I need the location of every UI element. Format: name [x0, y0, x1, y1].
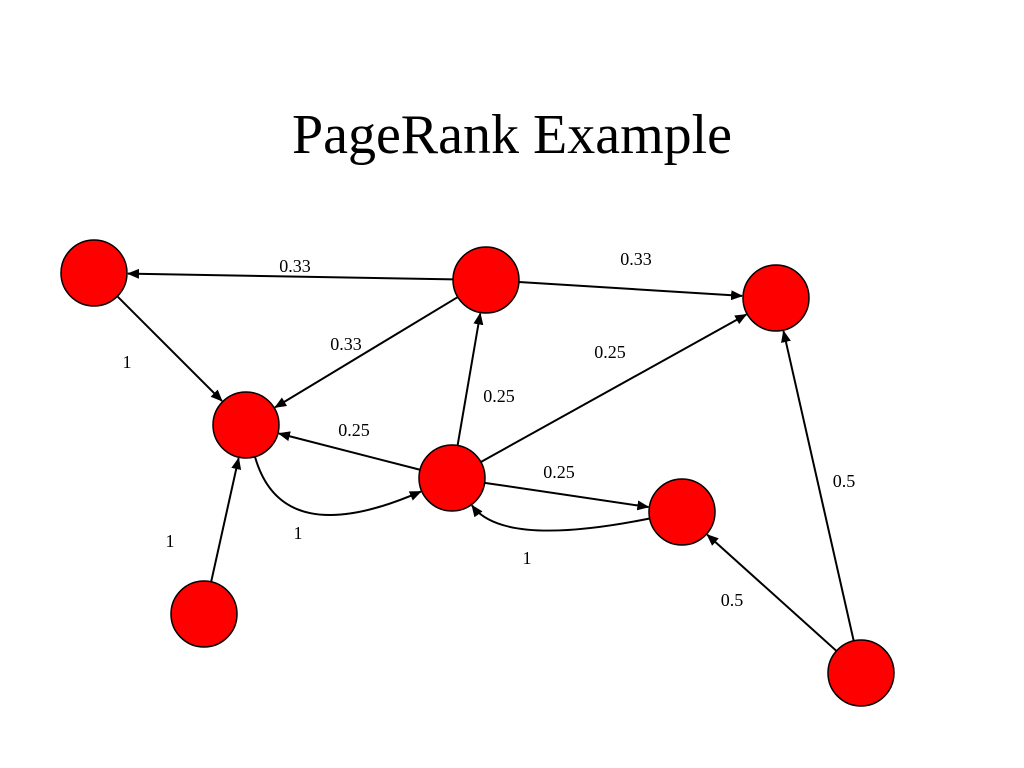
page-node-g: [170, 580, 238, 648]
edge-label: 1: [166, 531, 175, 551]
page-node-b: [452, 246, 520, 314]
edge-label: 0.5: [833, 471, 856, 491]
edge-b-to-c: [518, 281, 744, 301]
edge-a-to-d: [116, 295, 223, 402]
edge-d-to-e: [254, 456, 422, 517]
page-node-d: [212, 391, 280, 459]
edge-b-to-a: [126, 268, 454, 281]
edge-h-to-f: [706, 533, 838, 652]
edge-label: 0.33: [330, 334, 362, 354]
page-node-h: [827, 639, 895, 707]
edge-label: 0.25: [338, 420, 370, 440]
edge-label: 1: [123, 352, 132, 372]
page-node-f: [648, 478, 716, 546]
page-node-e: [418, 444, 486, 512]
edge-e-to-d: [277, 431, 421, 471]
edge-b-to-d: [274, 296, 459, 409]
edge-f-to-e: [471, 504, 650, 532]
edge-e-to-f: [484, 481, 650, 511]
edge-label: 0.33: [620, 249, 652, 269]
nodes-layer: [60, 239, 895, 707]
edge-e-to-c: [480, 313, 748, 463]
edge-e-to-b: [456, 312, 484, 446]
page-node-a: [60, 239, 128, 307]
edge-label: 0.25: [543, 462, 575, 482]
edge-label: 1: [523, 548, 532, 568]
edges-layer: [116, 268, 855, 652]
edge-label: 0.25: [594, 342, 626, 362]
page-title: PageRank Example: [291, 104, 733, 166]
edge-label: 1: [294, 523, 303, 543]
edge-label: 0.33: [279, 256, 311, 276]
edge-g-to-d: [210, 457, 242, 583]
edge-h-to-c: [781, 330, 855, 642]
edge-labels-layer: 0.33 0.33 0.33 1 0.25 0.25 0.25 0.25 1 1 1 0.5 0.5: [123, 249, 856, 610]
edge-label: 0.25: [483, 386, 515, 406]
edge-label: 0.5: [721, 590, 744, 610]
page-node-c: [742, 264, 810, 332]
